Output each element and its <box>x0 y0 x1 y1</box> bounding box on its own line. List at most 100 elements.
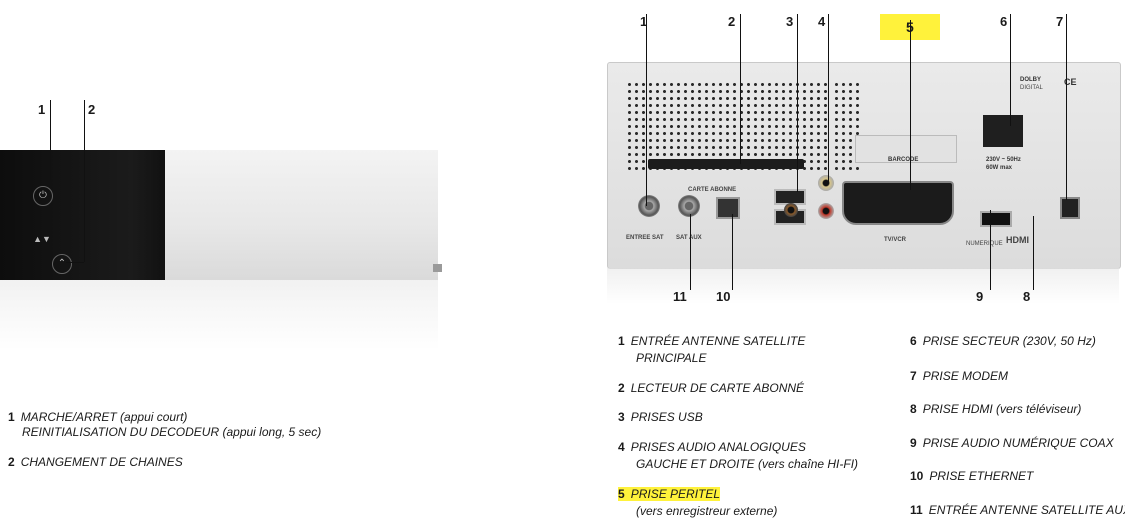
front-view-photo: ⏻ ▲▼ ⌃ <box>0 150 442 280</box>
back-legend-1-line1: ENTRÉE ANTENNE SATELLITE <box>630 334 806 348</box>
back-callout-11-line <box>690 214 691 290</box>
back-callout-5: 5 <box>880 14 940 40</box>
back-legend-9-num: 9 <box>910 436 917 450</box>
back-legend-4-line2: GAUCHE ET DROITE (vers chaîne HI-FI) <box>636 457 859 471</box>
power-socket <box>983 115 1023 147</box>
back-legend-10: 10 PRISE ETHERNET <box>910 469 1033 484</box>
back-legend-6-text: PRISE SECTEUR (230V, 50 Hz) <box>922 334 1096 348</box>
front-legend-1-text: MARCHE/ARRET <box>20 410 117 424</box>
back-legend-9-text: PRISE AUDIO NUMÉRIQUE COAX <box>922 436 1114 450</box>
back-panel-photo: BARCODE DOLBY DIGITAL CE 230V ~ 50Hz 60W… <box>607 62 1121 269</box>
back-legend-2-line1: LECTEUR DE CARTE ABONNÉ <box>630 381 805 395</box>
back-callout-7-line <box>1066 14 1067 200</box>
front-callout-2-hook <box>66 262 84 263</box>
card-reader-slot <box>648 159 804 169</box>
back-legend-4: 4 PRISES AUDIO ANALOGIQUES <box>618 440 806 455</box>
ce-mark: CE <box>1064 77 1077 87</box>
back-callout-2: 2 <box>728 14 736 29</box>
front-legend-2: 2 CHANGEMENT DE CHAINES <box>8 455 183 470</box>
back-legend-10-num: 10 <box>910 469 924 483</box>
back-callout-10: 10 <box>716 289 731 304</box>
back-legend-5-line1: PRISE PERITEL <box>630 487 721 501</box>
front-legend-1b: REINITIALISATION DU DECODEUR (appui long… <box>22 425 321 440</box>
back-legend-7-text: PRISE MODEM <box>922 369 1009 383</box>
front-legend-1-num: 1 <box>8 410 15 424</box>
back-callout-3: 3 <box>786 14 794 29</box>
front-legend-1-note: (appui court) <box>120 410 188 424</box>
sat-aux-label: SAT AUX <box>676 235 702 241</box>
back-legend-5: 5 PRISE PERITEL <box>618 487 721 502</box>
back-legend-1-num: 1 <box>618 334 625 348</box>
back-legend-11: 11 ENTRÉE ANTENNE SATELLITE AUX <box>910 503 1125 518</box>
back-legend-11-num: 11 <box>910 503 923 517</box>
back-legend-8-num: 8 <box>910 402 917 416</box>
ventilation-grille <box>626 81 831 173</box>
back-legend-4-num: 4 <box>618 440 625 454</box>
back-legend-2-num: 2 <box>618 381 625 395</box>
back-legend-5-num: 5 <box>618 487 625 501</box>
front-legend-2-num: 2 <box>8 455 15 469</box>
back-legend-1: 1 ENTRÉE ANTENNE SATELLITE <box>618 334 805 349</box>
back-legend-2: 2 LECTEUR DE CARTE ABONNÉ <box>618 381 804 396</box>
sat-aux-connector <box>678 195 700 217</box>
back-callout-4-line <box>828 14 829 182</box>
channel-up-icon: ▲▼ <box>33 234 51 244</box>
rear-connector-tip <box>433 264 442 272</box>
back-legend-3-line1: PRISES USB <box>630 410 703 424</box>
back-callout-10-line <box>732 214 733 290</box>
front-callout-1-line <box>50 100 51 180</box>
scart-port <box>842 181 954 225</box>
numerique-label: NUMERIQUE <box>966 241 1003 247</box>
power-rating: 230V ~ 50Hz <box>986 157 1021 163</box>
back-legend-3-num: 3 <box>618 410 625 424</box>
back-legend-11-text: ENTRÉE ANTENNE SATELLITE AUX <box>928 503 1125 517</box>
front-callout-2-line <box>84 100 85 262</box>
hdmi-label: HDMI <box>1006 235 1029 245</box>
ethernet-port <box>716 197 740 219</box>
back-callout-6-line <box>1010 14 1011 126</box>
back-legend-9: 9 PRISE AUDIO NUMÉRIQUE COAX <box>910 436 1114 451</box>
back-legend-5-line2: (vers enregistreur externe) <box>636 504 778 518</box>
back-callout-3-line <box>797 14 798 192</box>
front-callout-2: 2 <box>88 102 96 117</box>
back-callout-1-line <box>646 14 647 206</box>
barcode-label: BARCODE <box>888 157 919 163</box>
back-callout-11: 11 <box>673 289 687 304</box>
dolby-label: DOLBY <box>1020 77 1041 83</box>
barcode-sticker <box>855 135 957 163</box>
back-legend-6-num: 6 <box>910 334 917 348</box>
back-callout-7: 7 <box>1056 14 1064 29</box>
back-legend-1-line2: PRINCIPALE <box>636 351 707 365</box>
tv-vcr-label: TV/VCR <box>884 237 907 243</box>
back-callout-5-line <box>910 20 911 190</box>
hdmi-port <box>980 211 1012 227</box>
back-legend-10-text: PRISE ETHERNET <box>929 469 1034 483</box>
back-callout-9: 9 <box>976 289 984 304</box>
power-button-icon: ⏻ <box>33 186 53 206</box>
back-legend-5-highlight: 5 PRISE PERITEL <box>618 487 721 501</box>
front-white-casing <box>165 150 438 280</box>
back-callout-2-line <box>740 14 741 164</box>
channel-button-icon: ⌃ <box>52 254 72 274</box>
back-callout-1: 1 <box>640 14 648 29</box>
front-legend-2-text: CHANGEMENT DE CHAINES <box>20 455 183 469</box>
front-black-panel: ⏻ ▲▼ ⌃ <box>0 150 165 280</box>
back-callout-8: 8 <box>1023 289 1031 304</box>
back-legend-7: 7 PRISE MODEM <box>910 369 1008 384</box>
back-legend-7-num: 7 <box>910 369 917 383</box>
front-legend-1b-note: (appui long, 5 sec) <box>222 425 322 439</box>
back-legend-4-line1: PRISES AUDIO ANALOGIQUES <box>630 440 806 454</box>
back-legend-6: 6 PRISE SECTEUR (230V, 50 Hz) <box>910 334 1096 349</box>
back-callout-8-line <box>1033 216 1034 290</box>
back-callout-4: 4 <box>818 14 826 29</box>
carte-abonne-label: CARTE ABONNE <box>688 187 737 193</box>
front-legend-1b-text: REINITIALISATION DU DECODEUR <box>22 425 220 439</box>
front-legend-1: 1 MARCHE/ARRET (appui court) <box>8 410 187 425</box>
power-watt: 60W max <box>986 165 1013 171</box>
audio-left-jack <box>818 175 834 191</box>
back-callout-9-line <box>990 210 991 290</box>
front-reflection <box>0 280 438 350</box>
sat-label: ENTREE SAT <box>626 235 664 241</box>
modem-port <box>1060 197 1080 219</box>
